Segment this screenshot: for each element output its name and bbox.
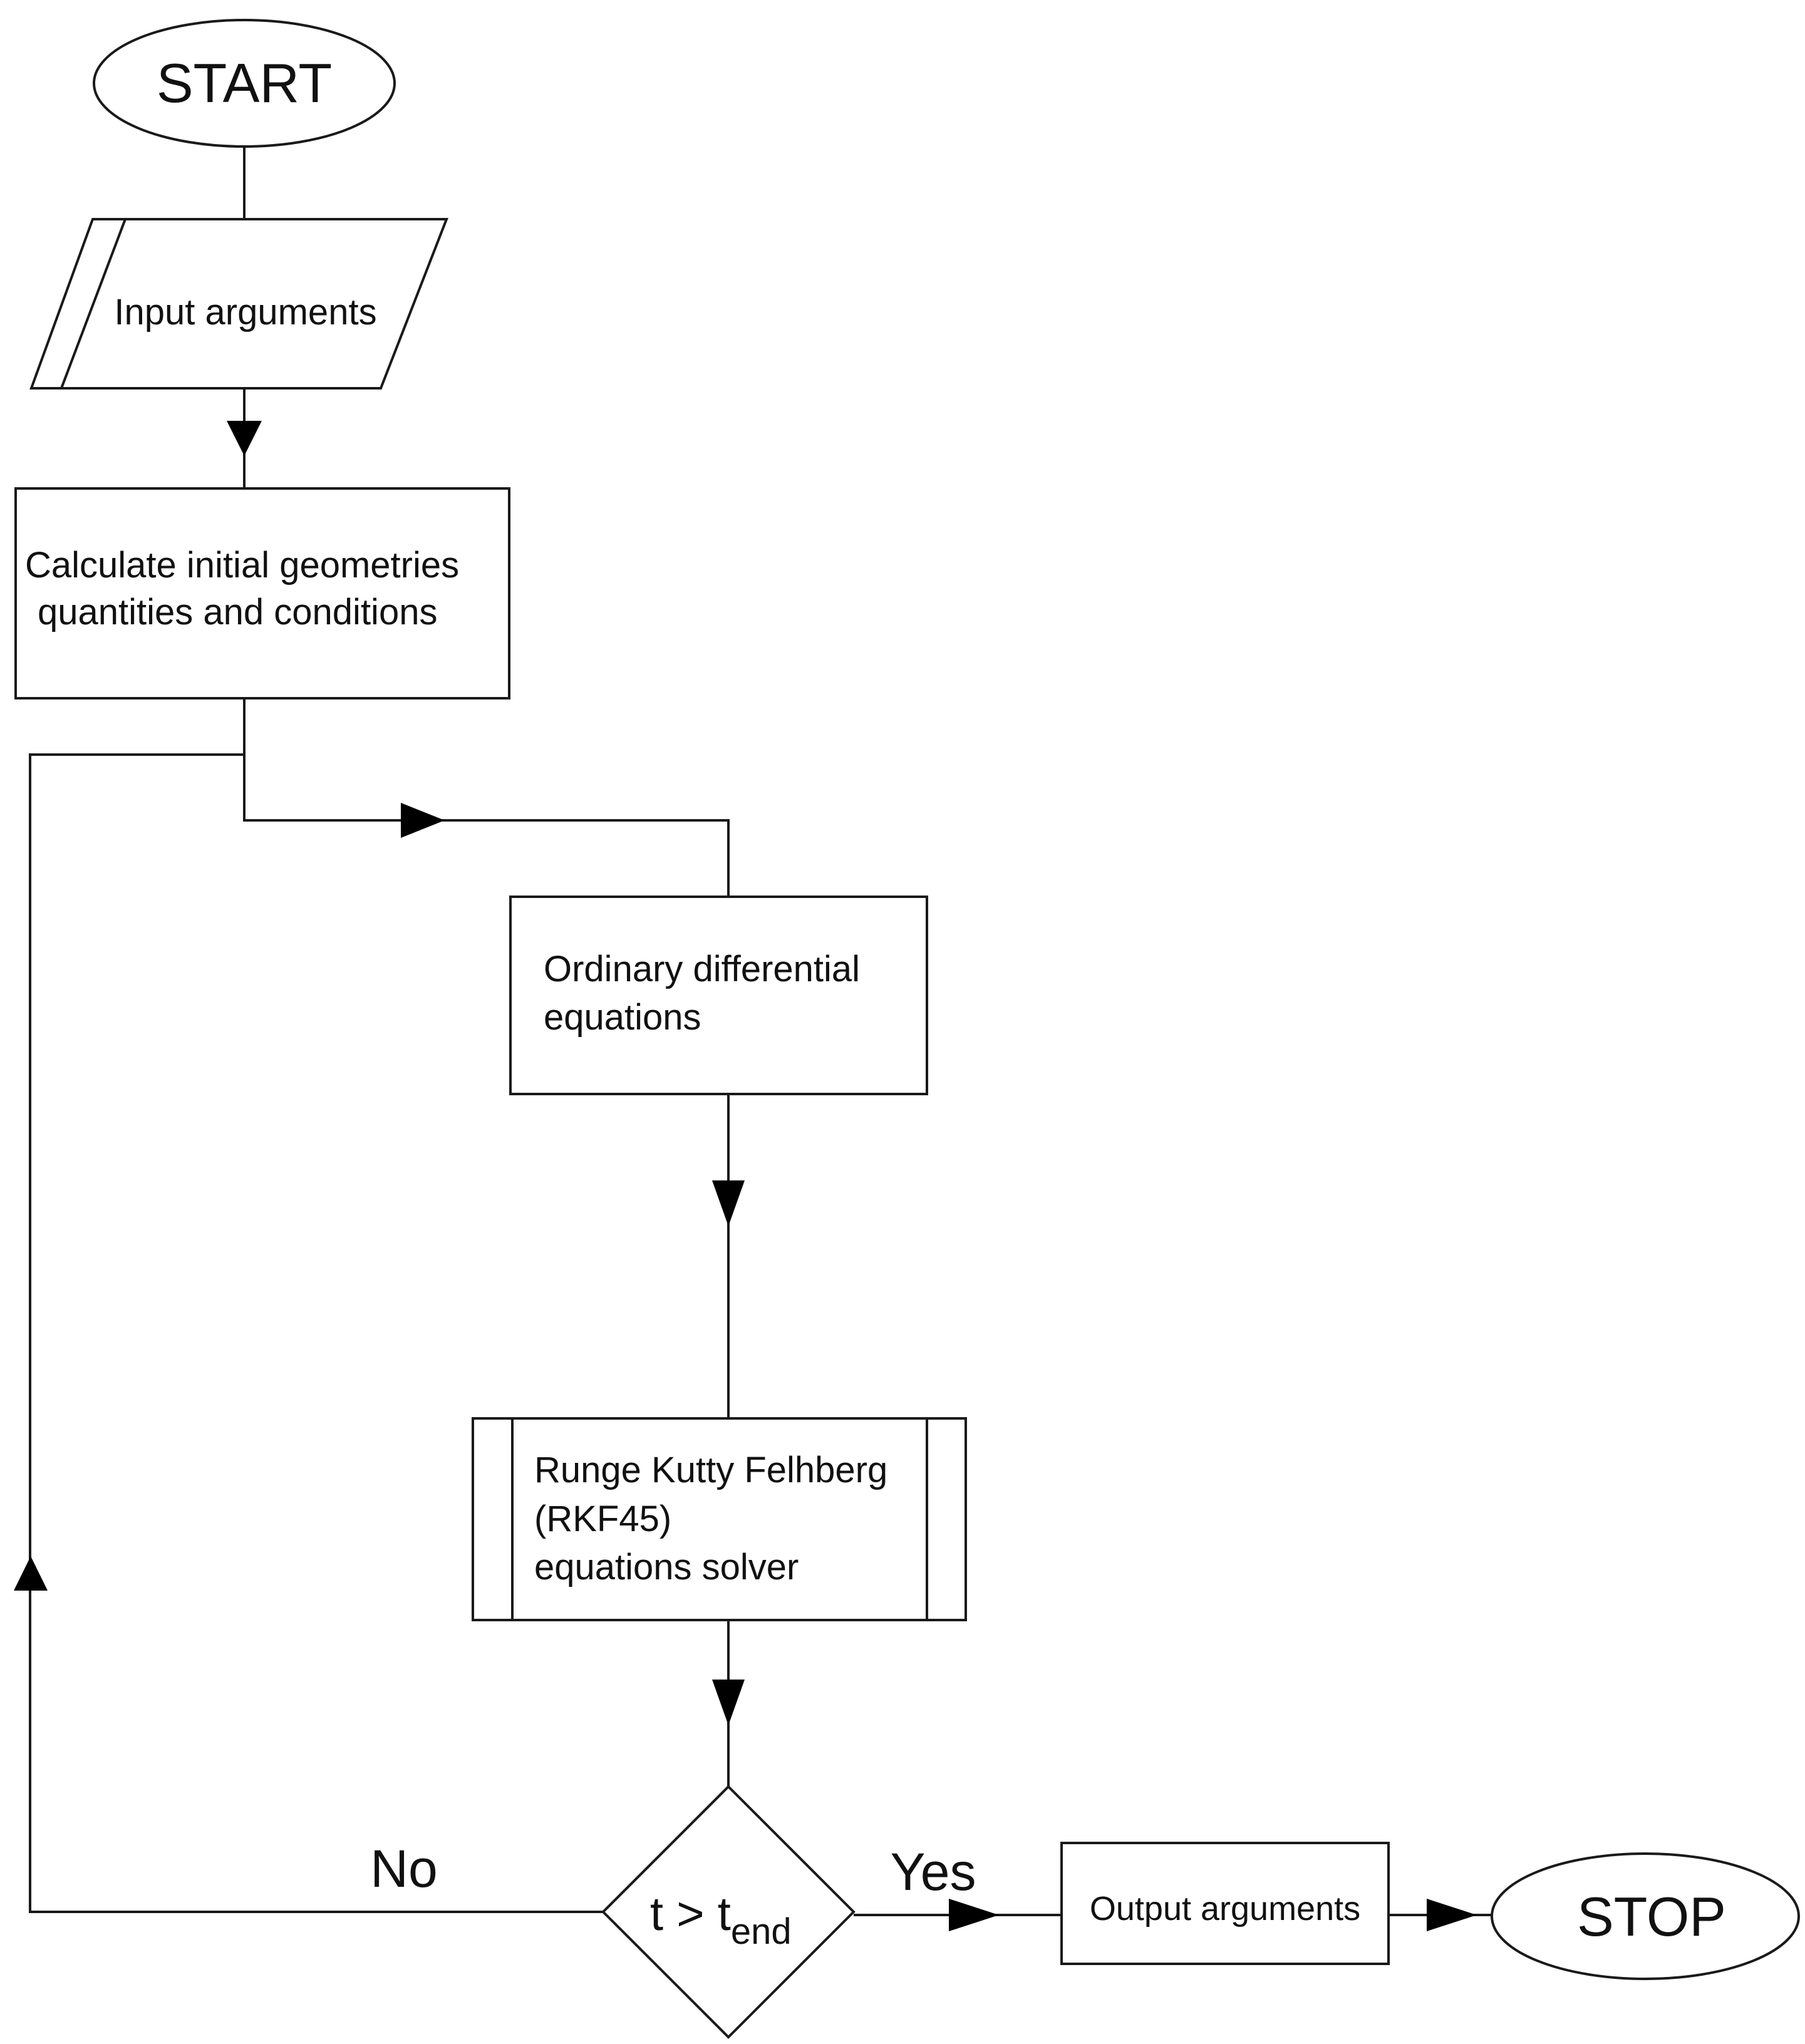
no-branch-label: No bbox=[370, 1839, 437, 1898]
connector-no-loop-back bbox=[29, 753, 603, 1913]
decision-diamond bbox=[601, 1785, 856, 2039]
solver-predefined-process-box bbox=[472, 1417, 967, 1621]
decision-label-main: t > t bbox=[650, 1887, 731, 1941]
arrowhead-up-icon bbox=[14, 1556, 48, 1591]
stop-terminator bbox=[1491, 1852, 1800, 1980]
start-label: START bbox=[157, 52, 332, 114]
arrowhead-down-icon bbox=[227, 421, 262, 456]
yes-branch-label: Yes bbox=[890, 1842, 976, 1901]
arrowhead-down-icon bbox=[712, 1680, 745, 1725]
input-parallelogram-inner-edge bbox=[60, 219, 127, 389]
output-process-box bbox=[1060, 1842, 1390, 1965]
arrowhead-right-icon bbox=[949, 1899, 999, 1931]
solver-label-line1: Runge Kutty Felhberg bbox=[534, 1450, 887, 1490]
ode-label-line2: equations bbox=[544, 997, 701, 1038]
decision-label: t > tend bbox=[650, 1887, 792, 1952]
connector-calculate-to-ode bbox=[243, 699, 730, 897]
solver-label-line2: (RKF45) bbox=[534, 1499, 671, 1539]
calculate-label-line2: quantities and conditions bbox=[38, 592, 437, 632]
calculate-process-box bbox=[14, 487, 510, 699]
ode-process-box bbox=[509, 896, 928, 1095]
arrowhead-right-icon bbox=[1427, 1899, 1477, 1931]
ode-label-line1: Ordinary differential bbox=[544, 949, 860, 989]
input-parallelogram bbox=[29, 218, 448, 390]
input-label: Input arguments bbox=[114, 292, 376, 333]
solver-label-line3: equations solver bbox=[534, 1547, 799, 1587]
decision-label-subscript: end bbox=[731, 1911, 792, 1952]
arrowhead-right-icon bbox=[401, 803, 445, 838]
start-terminator bbox=[93, 19, 396, 148]
output-label: Output arguments bbox=[1090, 1890, 1360, 1928]
arrowhead-down-icon bbox=[712, 1180, 745, 1226]
calculate-label-line1: Calculate initial geometries bbox=[25, 545, 459, 586]
stop-label: STOP bbox=[1577, 1886, 1726, 1948]
